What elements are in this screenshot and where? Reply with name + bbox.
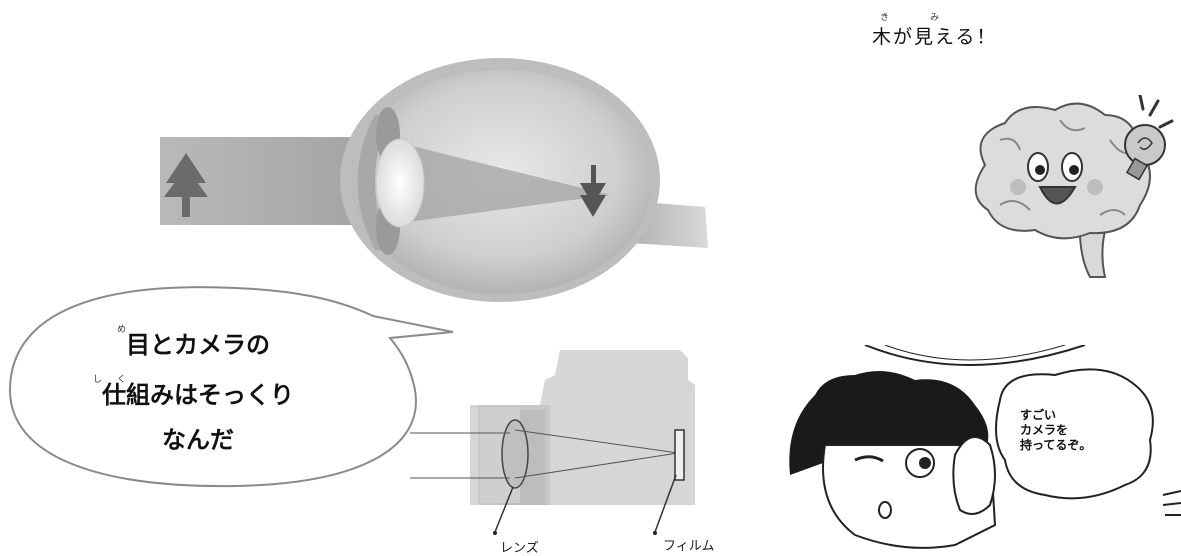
manga-line-3: 持ってるぞ。: [1020, 438, 1092, 452]
bubble-line-1: 目とカメラの: [126, 331, 270, 359]
boy-hand: [952, 436, 996, 515]
bubble-line-2: 仕組みはそっくり: [102, 381, 294, 409]
manga-speech-bubble: [995, 368, 1154, 500]
manga-panel: [789, 345, 1181, 549]
bubble-line-3: なんだ: [162, 426, 234, 454]
inverted-image-arrow: [580, 165, 606, 217]
caption-text: 木が見える！: [872, 26, 998, 48]
light-bulb-icon: [1124, 124, 1166, 166]
boy-face: [822, 444, 997, 549]
eye-diagram: [160, 58, 708, 302]
camera-diagram: [410, 350, 695, 535]
ruby-ku: く: [117, 375, 127, 385]
ruby-ki: き: [880, 13, 890, 23]
film-label: フィルム: [663, 539, 715, 554]
eye-lens: [375, 138, 425, 228]
refracted-light: [400, 143, 610, 223]
ruby-mi: み: [930, 13, 940, 23]
ruby-shi: し: [93, 375, 103, 385]
camera-lens: [501, 419, 529, 489]
tree-icon: [164, 153, 208, 217]
speech-bubble: [8, 286, 454, 488]
lens-label: レンズ: [500, 541, 539, 556]
manga-line-1: すごい: [1020, 408, 1057, 422]
brain-character: [974, 95, 1174, 278]
manga-line-2: カメラを: [1020, 423, 1069, 437]
ruby-me: め: [117, 325, 127, 335]
camera-film: [674, 429, 685, 481]
